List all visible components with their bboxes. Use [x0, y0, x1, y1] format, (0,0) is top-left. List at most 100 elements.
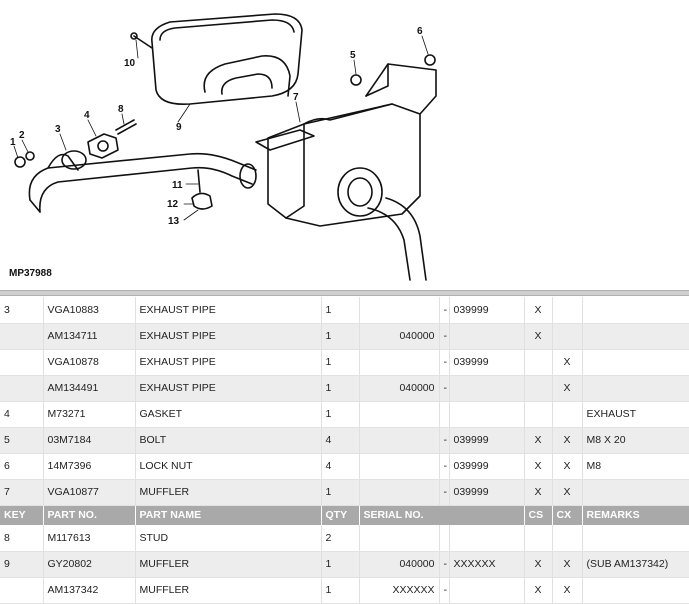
cell-remarks	[581, 297, 689, 324]
cell-serial-from	[358, 427, 439, 454]
callout-1: 1	[10, 137, 16, 148]
cell-cs: X	[523, 427, 552, 454]
cell-serial-dash: -	[438, 375, 449, 402]
cell-remarks: M8 X 20	[581, 427, 689, 454]
cell-cx: X	[551, 349, 582, 376]
cell-part-name: EXHAUST PIPE	[134, 349, 321, 376]
cell-remarks	[581, 349, 689, 376]
cell-part-no: 03M7184	[42, 427, 135, 454]
heat-shield	[151, 13, 303, 106]
col-qty: QTY	[320, 505, 359, 525]
col-cs: CS	[523, 505, 552, 525]
cell-qty: 1	[320, 479, 359, 506]
gasket	[87, 133, 119, 159]
cell-serial-from	[358, 297, 439, 324]
cell-serial-dash: -	[438, 297, 449, 324]
exhaust-illustration: 1 2 3 4 5 6 7 8 9 10 11 12 13	[10, 13, 437, 281]
callout-9: 9	[176, 122, 182, 133]
cell-cs	[523, 401, 552, 428]
cell-key: 7	[0, 479, 43, 506]
cell-serial-dash: -	[438, 453, 449, 480]
cell-part-no: AM134491	[42, 375, 135, 402]
cell-cx	[551, 401, 582, 428]
cell-cs: X	[523, 323, 552, 350]
cell-remarks	[581, 323, 689, 350]
cell-part-no: 14M7396	[42, 453, 135, 480]
cell-cs	[523, 349, 552, 376]
cell-serial-from: 040000	[358, 551, 439, 578]
callout-4: 4	[84, 110, 90, 121]
col-serial-no: SERIAL NO.	[358, 505, 524, 525]
cell-serial-dash	[438, 401, 449, 428]
cell-serial-from: 040000	[358, 323, 439, 350]
muffler-bracket	[365, 63, 437, 115]
cell-serial-from	[358, 479, 439, 506]
cell-cs	[523, 375, 552, 402]
callout-3: 3	[55, 124, 61, 135]
cell-serial-dash: -	[438, 323, 449, 350]
cell-part-name: STUD	[134, 525, 321, 552]
column-header-row: KEY PART NO. PART NAME QTY SERIAL NO. CS…	[0, 505, 689, 525]
cell-serial-to	[448, 525, 524, 552]
cell-serial-from: XXXXXX	[358, 577, 439, 604]
callout-11: 11	[172, 180, 183, 191]
cell-key: 3	[0, 297, 43, 324]
cell-serial-dash: -	[438, 479, 449, 506]
cell-cs: X	[523, 551, 552, 578]
cell-key: 4	[0, 401, 43, 428]
cell-part-no: VGA10877	[42, 479, 135, 506]
cell-serial-to: 039999	[448, 453, 524, 480]
cell-qty: 4	[320, 427, 359, 454]
cell-serial-to: 039999	[448, 427, 524, 454]
cell-remarks	[581, 479, 689, 506]
cell-remarks: M8	[581, 453, 689, 480]
cell-serial-from	[358, 349, 439, 376]
cell-key	[0, 375, 43, 402]
callout-10: 10	[124, 58, 136, 69]
cell-qty: 1	[320, 375, 359, 402]
cell-cs	[523, 525, 552, 552]
cell-cx: X	[551, 453, 582, 480]
cell-cs: X	[523, 577, 552, 604]
cell-part-no: M73271	[42, 401, 135, 428]
callout-5: 5	[350, 50, 356, 61]
cell-part-no: AM137342	[42, 577, 135, 604]
cell-qty: 1	[320, 297, 359, 324]
cell-serial-from	[358, 453, 439, 480]
cell-part-name: EXHAUST PIPE	[134, 297, 321, 324]
pane-splitter[interactable]	[0, 290, 689, 296]
cell-serial-to	[448, 577, 524, 604]
cell-cs: X	[523, 479, 552, 506]
cell-qty: 1	[320, 323, 359, 350]
col-cx: CX	[551, 505, 582, 525]
cell-cx	[551, 323, 582, 350]
cell-serial-from: 040000	[358, 375, 439, 402]
cell-remarks	[581, 577, 689, 604]
cell-serial-dash	[438, 525, 449, 552]
cell-cx: X	[551, 375, 582, 402]
callout-2: 2	[19, 130, 25, 141]
cell-qty: 1	[320, 577, 359, 604]
muffler	[267, 103, 421, 227]
cell-part-no: M117613	[42, 525, 135, 552]
cell-key	[0, 577, 43, 604]
cell-remarks	[581, 375, 689, 402]
cell-qty: 1	[320, 349, 359, 376]
cell-cx: X	[551, 479, 582, 506]
cell-part-name: BOLT	[134, 427, 321, 454]
cell-part-name: EXHAUST PIPE	[134, 375, 321, 402]
